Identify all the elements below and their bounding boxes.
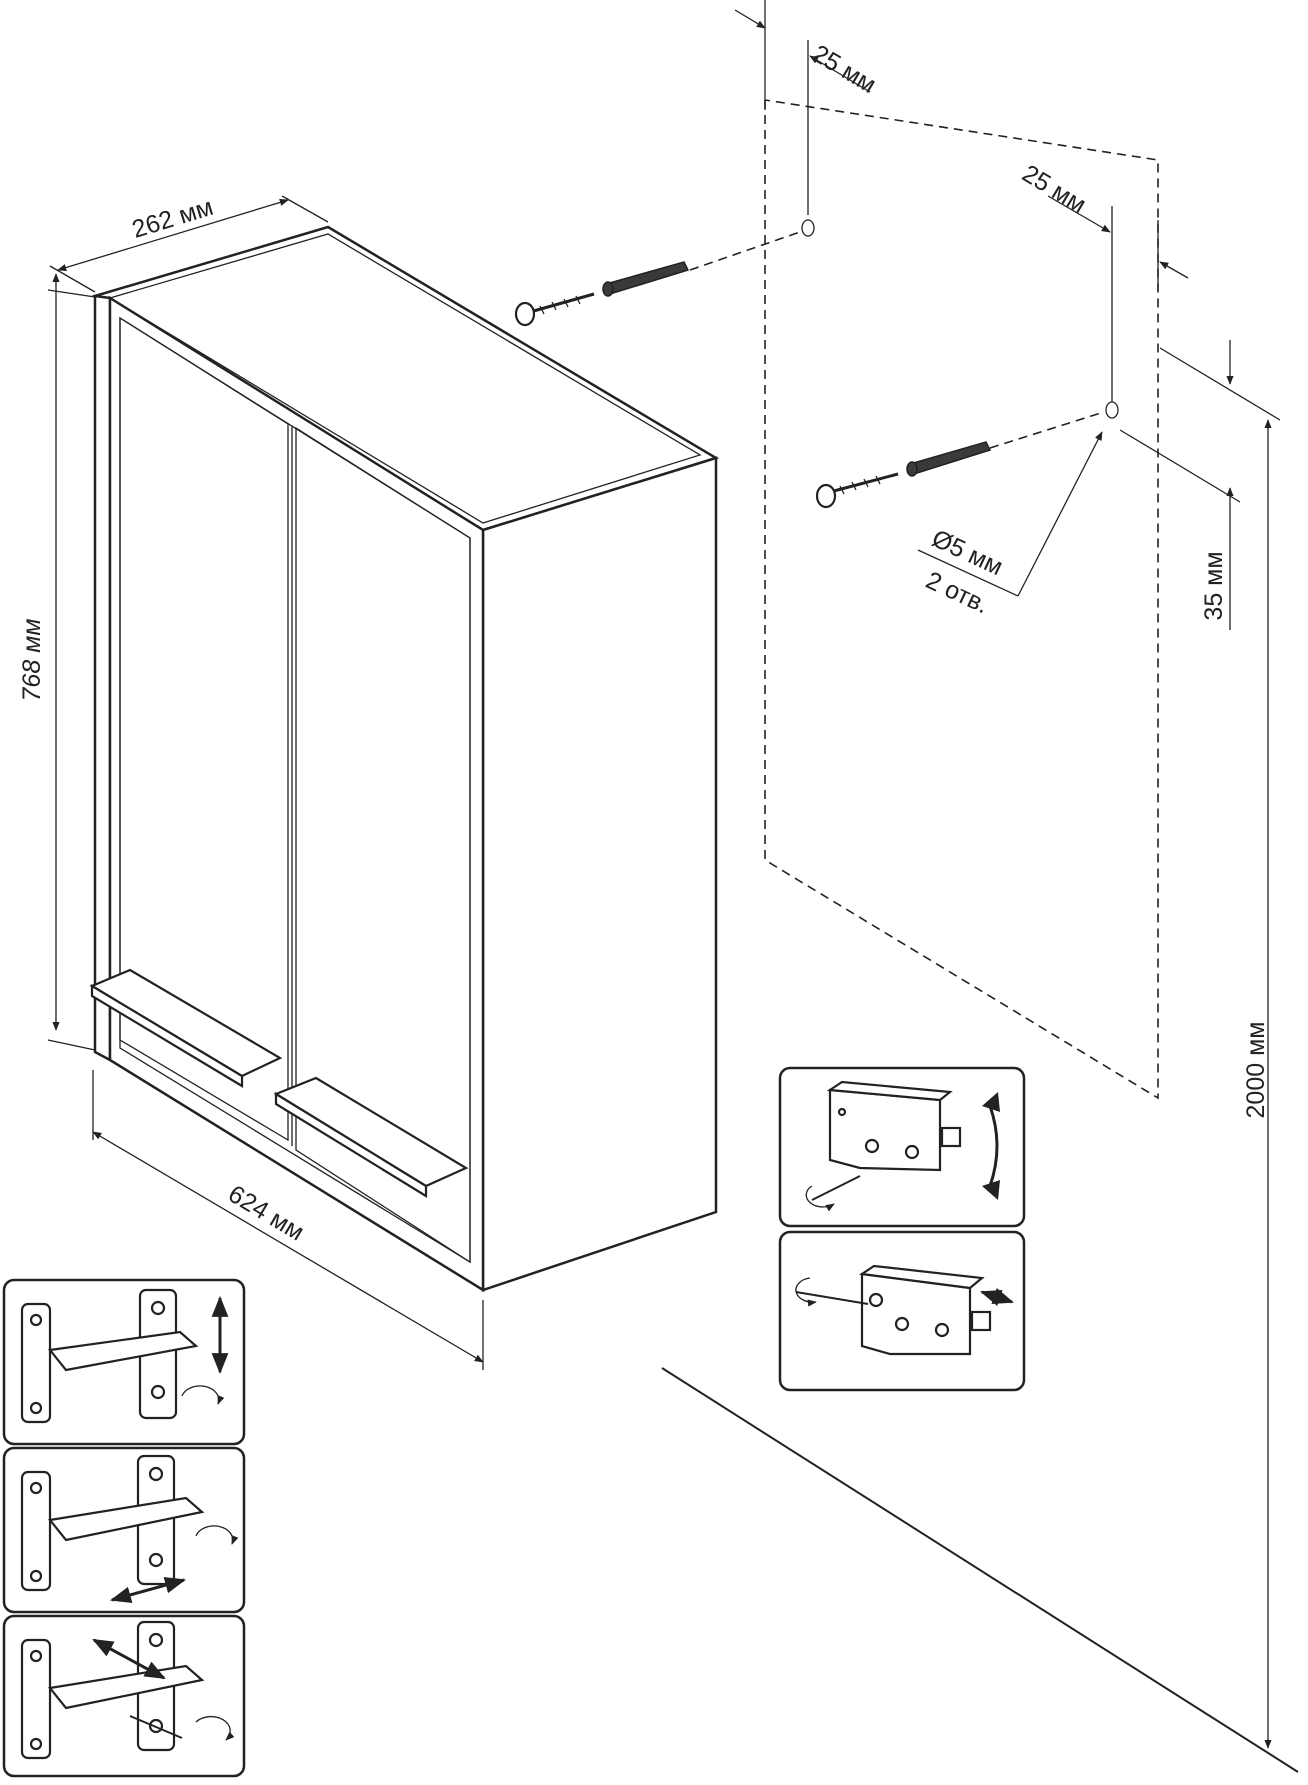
right-hole-dims: 25 мм [1017, 159, 1189, 402]
hole-offset-top-label: 25 мм [807, 39, 881, 99]
bracket-inset-vertical [778, 1066, 1026, 1228]
hole-top [801, 219, 815, 237]
top-hole-dims: 25 мм [734, 0, 881, 215]
mount-height-label: 2000 мм [1242, 1022, 1270, 1119]
dim-height: 768 мм [18, 273, 96, 1051]
handle-left [89, 968, 283, 1088]
width-label: 624 мм [223, 1180, 309, 1247]
hinge-inset-3 [2, 1614, 246, 1778]
hole-offset-vertical-label: 35 мм [1200, 551, 1228, 620]
vertical-hole-dims: 35 мм [1119, 340, 1281, 630]
screw-upper [514, 231, 801, 327]
screw-lower [815, 411, 1105, 509]
hinge-inset-1 [2, 1278, 246, 1446]
hinge-inset-2 [2, 1446, 246, 1614]
mount-height-dims: 2000 мм [1242, 419, 1272, 1749]
floor-line [661, 1367, 1299, 1773]
wall-outline [661, 99, 1299, 1773]
hole-offset-right-label: 25 мм [1017, 159, 1091, 219]
cabinet [89, 225, 720, 1293]
depth-label: 262 мм [129, 193, 217, 244]
height-label: 768 мм [18, 619, 46, 702]
bracket-inset-horizontal [778, 1230, 1026, 1392]
hole-right [1105, 401, 1119, 419]
